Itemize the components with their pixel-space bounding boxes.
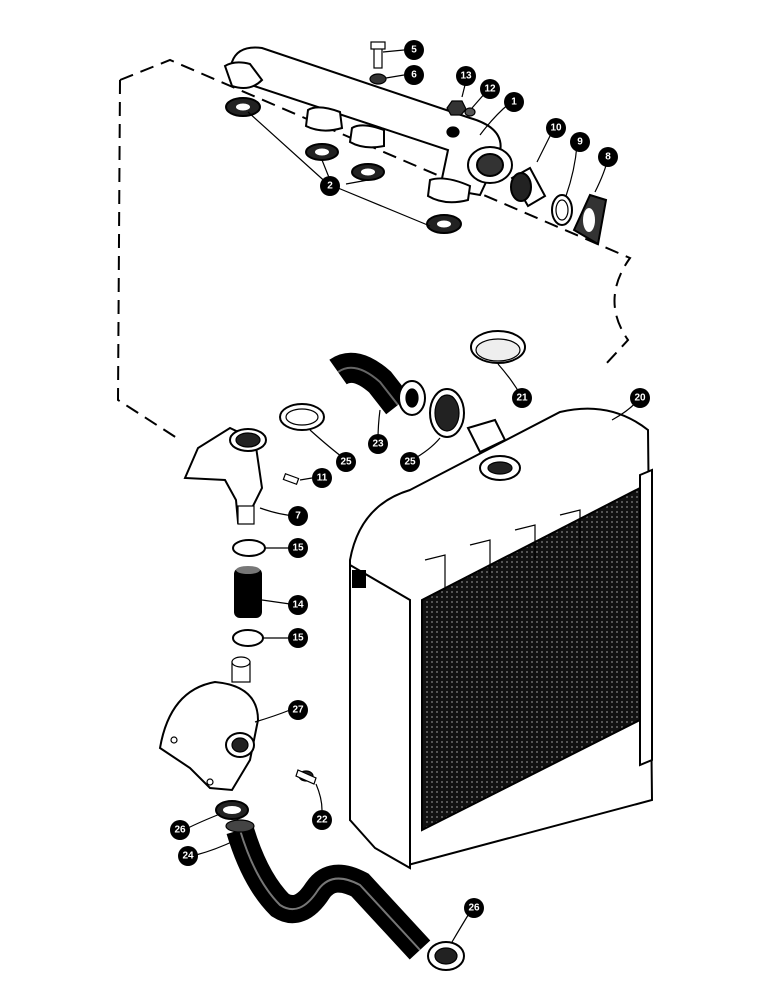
callout-9: 9 xyxy=(570,132,590,152)
callout-7: 7 xyxy=(288,506,308,526)
callout-11: 11 xyxy=(312,468,332,488)
svg-text:15: 15 xyxy=(292,633,304,644)
svg-text:12: 12 xyxy=(484,84,496,95)
svg-text:24: 24 xyxy=(182,851,194,862)
svg-text:21: 21 xyxy=(516,393,528,404)
svg-text:23: 23 xyxy=(372,439,384,450)
callout-8: 8 xyxy=(598,147,618,167)
callout-5: 5 xyxy=(404,40,424,60)
svg-text:13: 13 xyxy=(460,71,472,82)
water-outlet-elbow xyxy=(183,426,300,525)
callout-15-lower: 15 xyxy=(288,628,308,648)
radiator-cap xyxy=(470,330,526,364)
manifold-gaskets xyxy=(225,97,462,234)
callout-1: 1 xyxy=(504,92,524,112)
svg-text:5: 5 xyxy=(411,45,417,56)
assembly-dashed-outline xyxy=(116,58,632,441)
radiator-core xyxy=(421,486,641,832)
callout-27: 27 xyxy=(288,700,308,720)
svg-text:20: 20 xyxy=(634,393,646,404)
callout-25-upper-left: 25 xyxy=(336,452,356,472)
bolt-and-washer xyxy=(369,41,387,85)
callout-22: 22 xyxy=(312,810,332,830)
callout-15-upper: 15 xyxy=(288,538,308,558)
svg-text:15: 15 xyxy=(292,543,304,554)
nut-and-washer xyxy=(446,100,476,117)
callout-14: 14 xyxy=(288,595,308,615)
svg-text:25: 25 xyxy=(340,457,352,468)
callout-20: 20 xyxy=(630,388,650,408)
callout-6: 6 xyxy=(404,65,424,85)
svg-text:8: 8 xyxy=(605,152,611,163)
svg-text:26: 26 xyxy=(468,903,480,914)
svg-text:14: 14 xyxy=(292,600,304,611)
callout-23: 23 xyxy=(368,434,388,454)
svg-text:1: 1 xyxy=(511,97,517,108)
callout-10: 10 xyxy=(546,118,566,138)
thermostat-group xyxy=(510,166,608,246)
svg-text:7: 7 xyxy=(295,511,301,522)
water-pump xyxy=(158,656,260,792)
hose-clamps-upper xyxy=(279,388,465,438)
svg-text:25: 25 xyxy=(404,457,416,468)
radiator xyxy=(349,407,654,870)
callout-12: 12 xyxy=(480,79,500,99)
svg-text:2: 2 xyxy=(327,181,333,192)
callout-2: 2 xyxy=(320,176,340,196)
callout-13: 13 xyxy=(456,66,476,86)
callout-26-right: 26 xyxy=(464,898,484,918)
callout-26-left: 26 xyxy=(170,820,190,840)
svg-text:22: 22 xyxy=(316,815,328,826)
bypass-hose-group xyxy=(232,539,266,647)
callout-21: 21 xyxy=(512,388,532,408)
svg-text:27: 27 xyxy=(292,705,304,716)
callout-24: 24 xyxy=(178,846,198,866)
callout-25-upper-right: 25 xyxy=(400,452,420,472)
svg-text:10: 10 xyxy=(550,123,562,134)
svg-text:6: 6 xyxy=(411,70,417,81)
small-clamp xyxy=(295,769,317,785)
svg-text:26: 26 xyxy=(174,825,186,836)
hose-clamps-lower xyxy=(215,800,465,971)
svg-text:9: 9 xyxy=(577,137,583,148)
svg-text:11: 11 xyxy=(317,473,328,484)
water-manifold xyxy=(223,46,513,204)
